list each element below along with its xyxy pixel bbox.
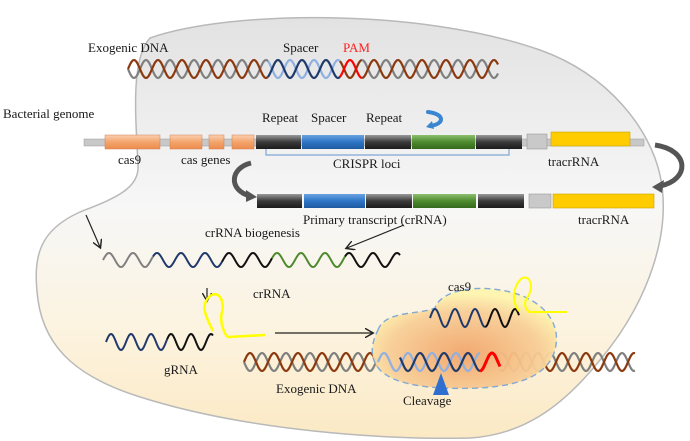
spacer-block-green xyxy=(412,135,475,149)
gray-arrow-head-right-icon xyxy=(652,180,664,193)
dna-pam-strand-a xyxy=(339,58,363,80)
cleavage-marker-icon xyxy=(433,373,449,395)
gray-curved-arrow-left-icon xyxy=(231,160,252,199)
target-pam xyxy=(479,351,502,373)
bound-grna-spacer xyxy=(429,307,486,329)
label-cas9-gene: cas9 xyxy=(118,152,141,167)
gray-arrow-head-left-icon xyxy=(246,190,257,202)
grna-strand xyxy=(105,332,214,352)
blue-curved-arrow-icon xyxy=(426,110,443,128)
cas9-bound-grna xyxy=(429,307,520,329)
transcript-repeat-1 xyxy=(257,194,302,208)
gray-curved-arrow-right-icon xyxy=(654,142,685,189)
spacer-block-blue xyxy=(302,135,364,149)
bacterial-genome-track xyxy=(83,131,645,156)
cas-gene-block-2 xyxy=(208,134,225,150)
dna-flank-right-strand-b xyxy=(361,58,499,80)
arrow-from-transcript xyxy=(347,224,405,248)
cas-gene-block-3 xyxy=(231,134,255,150)
transcript-repeat-2 xyxy=(366,194,412,208)
target-strand-dark xyxy=(398,351,481,373)
blue-arrow-head-icon xyxy=(426,121,434,129)
label-repeat-2: Repeat xyxy=(366,110,402,125)
grna-tracr-loop xyxy=(203,293,266,339)
label-cas-genes: cas genes xyxy=(181,152,230,167)
crrna-leader-segment xyxy=(102,251,154,269)
leader-block xyxy=(526,133,548,150)
repeat-block-3 xyxy=(476,135,522,149)
label-exogenic-dna-top: Exogenic DNA xyxy=(88,40,169,55)
grna-spacer-segment xyxy=(105,332,168,352)
cas9-tracr-loop xyxy=(513,276,567,314)
label-tracrrna-2: tracrRNA xyxy=(578,212,630,227)
transcript-leader xyxy=(528,193,552,209)
crrna-spacer-green-segment xyxy=(271,251,346,269)
transcript-spacer-green xyxy=(413,194,476,208)
label-pam: PAM xyxy=(343,40,370,55)
label-crrna-biogenesis: crRNA biogenesis xyxy=(205,225,300,240)
label-crispr-loci: CRISPR loci xyxy=(333,156,401,171)
label-spacer-mid: Spacer xyxy=(311,110,347,125)
bottom-dna-left-strand-a xyxy=(242,351,380,373)
dna-flank-left-strand-a xyxy=(126,58,269,80)
dna-spacer-strand-b xyxy=(267,58,341,80)
tracrrna-gene-block xyxy=(550,131,631,147)
dna-spacer-strand-a xyxy=(267,58,341,80)
transcript-tracrrna xyxy=(552,193,655,209)
label-exogenic-dna-bottom: Exogenic DNA xyxy=(276,381,357,396)
primary-transcript-track xyxy=(257,193,655,209)
label-repeat-1: Repeat xyxy=(262,110,298,125)
crrna-repeat-segment xyxy=(221,251,273,269)
label-primary-transcript: Primary transcript (crRNA) xyxy=(303,212,447,227)
label-crrna: crRNA xyxy=(253,286,291,301)
cas9-bound-dna xyxy=(376,351,502,373)
label-cleavage: Cleavage xyxy=(403,393,452,408)
bound-grna-repeat xyxy=(484,307,520,329)
label-bacterial-genome: Bacterial genome xyxy=(3,106,95,121)
transcript-repeat-3 xyxy=(478,194,524,208)
bacterial-cell xyxy=(35,16,664,439)
dna-flank-left-strand-b xyxy=(126,58,269,80)
repeat-block-1 xyxy=(256,135,301,149)
label-spacer-top: Spacer xyxy=(283,40,319,55)
cas-gene-block-1 xyxy=(169,134,203,150)
crrna-strand xyxy=(102,251,401,269)
cas9-gene-block xyxy=(104,134,161,150)
bottom-dna-left-strand-b xyxy=(242,351,380,373)
grna-repeat-segment xyxy=(166,332,214,352)
transcript-spacer-blue xyxy=(304,194,365,208)
crrna-spacer-blue-segment xyxy=(152,251,223,269)
label-tracrrna-1: tracrRNA xyxy=(548,154,600,169)
label-cas9-complex: cas9 xyxy=(448,279,471,294)
repeat-block-2 xyxy=(365,135,411,149)
crrna-repeat-end-segment xyxy=(344,251,401,269)
crispr-loci-bracket xyxy=(265,149,510,156)
target-strand-light xyxy=(376,351,481,373)
label-grna: gRNA xyxy=(164,362,199,377)
exogenic-dna-helix-top xyxy=(126,58,499,80)
arrow-to-crrna xyxy=(85,214,100,247)
dna-flank-right-strand-a xyxy=(361,58,499,80)
